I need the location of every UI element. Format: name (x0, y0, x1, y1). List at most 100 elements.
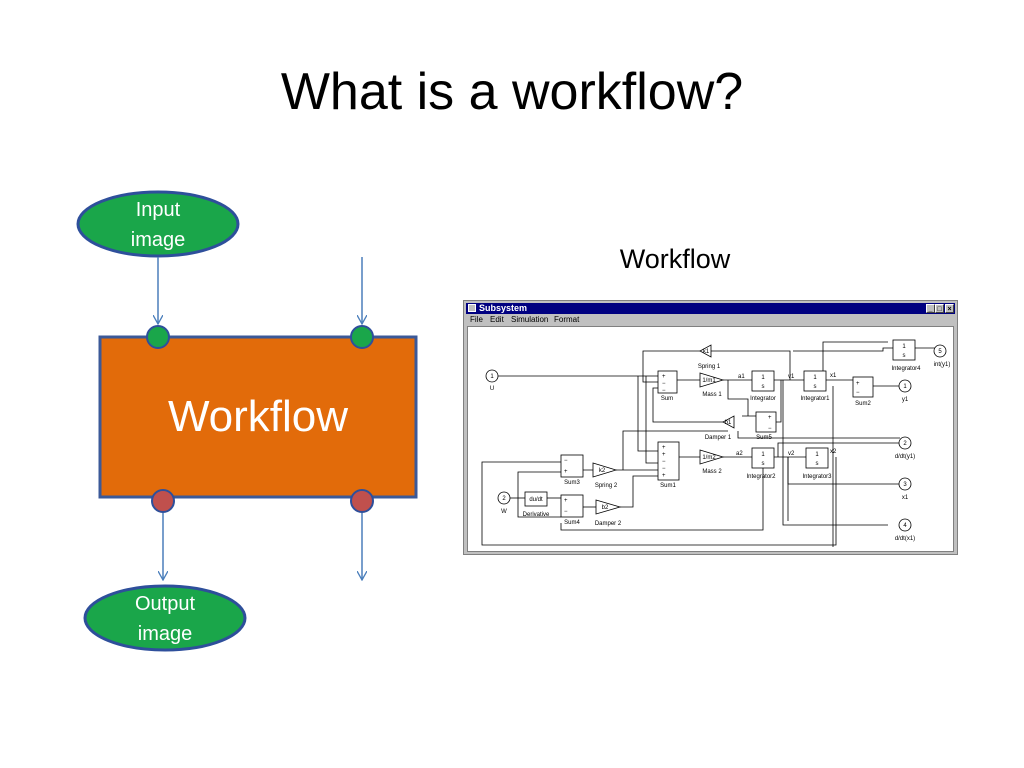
svg-text:+: + (564, 469, 568, 475)
window-titlebar[interactable]: Subsystem _ □ × (466, 303, 955, 314)
workflow-box-label: Workflow (167, 392, 349, 441)
menu-simulation[interactable]: Simulation (511, 315, 549, 324)
integrator4-num: 1 (902, 344, 906, 350)
output-port-1 (151, 489, 175, 513)
window-app-icon (468, 304, 476, 312)
svg-text:−: − (564, 509, 568, 515)
input-port-1 (146, 325, 170, 349)
sum2-label: Sum2 (855, 401, 871, 407)
damper2-label: Damper 2 (595, 521, 622, 527)
spring2-gain[interactable]: k2 (599, 468, 606, 474)
output-label: Output image (85, 589, 245, 649)
spring1-gain[interactable]: k1 (703, 349, 710, 355)
svg-text:+: + (564, 498, 568, 504)
sum1-label: Sum1 (660, 483, 676, 489)
outport-1[interactable]: 1 (903, 384, 907, 390)
integrator2-den: s (762, 461, 765, 467)
svg-text:−: − (856, 390, 860, 396)
svg-text:+: + (662, 473, 666, 479)
outport-5[interactable]: 5 (938, 349, 942, 355)
output-port-2 (350, 489, 374, 513)
svg-text:−: − (662, 466, 666, 472)
sum3-label: Sum3 (564, 480, 580, 486)
menu-file[interactable]: File (470, 315, 483, 324)
integrator3-den: s (816, 461, 819, 467)
sum4-label: Sum4 (564, 520, 580, 526)
mass1-label: Mass 1 (702, 392, 722, 398)
svg-text:−: − (662, 381, 666, 387)
integrator3-num: 1 (815, 452, 819, 458)
svg-text:−: − (662, 388, 666, 394)
signal-x1: x1 (830, 373, 837, 379)
derivative-label: Derivative (523, 512, 550, 518)
workflow-box (98, 335, 418, 499)
damper2-gain[interactable]: b2 (602, 505, 609, 511)
input-label: Input image (78, 195, 238, 255)
input-label-line2: image (130, 229, 186, 251)
outport-4[interactable]: 4 (903, 523, 907, 529)
inport-1[interactable]: 1 (490, 374, 494, 380)
svg-text:+: + (856, 381, 860, 387)
subsystem-window: Subsystem _ □ × File Edit Simulation For… (463, 300, 958, 555)
outport-2-label: d/dt(y1) (895, 454, 915, 460)
inport-1-label: U (490, 386, 494, 392)
svg-text:−: − (768, 426, 772, 432)
derivative-block[interactable]: du/dt (529, 497, 543, 503)
input-label-line1: Input (135, 199, 181, 221)
mass1-gain[interactable]: 1/m1 (702, 378, 716, 384)
damper1-label: Damper 1 (705, 435, 732, 441)
outport-3-label: x1 (902, 495, 909, 501)
integrator4-den: s (903, 353, 906, 359)
output-label-line2: image (137, 623, 193, 645)
signal-x2: x2 (830, 449, 837, 455)
damper1-gain[interactable]: b1 (725, 420, 732, 426)
integrator-label: Integrator (750, 396, 776, 402)
window-title: Subsystem (479, 303, 528, 313)
signal-v2: v2 (788, 451, 795, 457)
workflow-subtitle: Workflow (619, 244, 731, 274)
integrator1-num: 1 (813, 375, 817, 381)
svg-text:+: + (768, 415, 772, 421)
maximize-button[interactable]: □ (935, 304, 944, 313)
input-port-2 (350, 325, 374, 349)
minimize-button[interactable]: _ (926, 304, 935, 313)
svg-text:+: + (662, 374, 666, 380)
menu-edit[interactable]: Edit (490, 315, 504, 324)
svg-text:+: + (662, 452, 666, 458)
integrator1-den: s (814, 384, 817, 390)
outport-1-label: y1 (902, 397, 909, 403)
slide-title: What is a workflow? (280, 63, 744, 121)
output-image-ellipse (83, 584, 247, 652)
mass2-gain[interactable]: 1/m2 (702, 455, 716, 461)
integrator4-label: Integrator4 (891, 366, 921, 372)
mass2-label: Mass 2 (702, 469, 722, 475)
close-button[interactable]: × (945, 304, 954, 313)
integrator1-label: Integrator1 (800, 396, 830, 402)
svg-text:+: + (662, 445, 666, 451)
signal-v1: v1 (788, 374, 795, 380)
model-canvas[interactable]: 1 U 2 W Sum Sum1 Sum2 Sum3 Sum4 Sum5 1/m… (467, 326, 954, 552)
svg-text:−: − (662, 459, 666, 465)
input-image-ellipse (76, 190, 240, 258)
signal-a1: a1 (738, 374, 745, 380)
sum-label: Sum (661, 396, 673, 402)
outport-3[interactable]: 3 (903, 482, 907, 488)
integrator-num: 1 (761, 375, 765, 381)
spring1-label: Spring 1 (698, 364, 721, 370)
inport-2[interactable]: 2 (502, 496, 506, 502)
menu-format[interactable]: Format (554, 315, 580, 324)
outport-4-label: d/dt(x1) (895, 536, 915, 542)
integrator2-label: Integrator2 (746, 474, 776, 480)
integrator-den: s (762, 384, 765, 390)
integrator3-label: Integrator3 (802, 474, 832, 480)
spring2-label: Spring 2 (595, 483, 618, 489)
outport-5-label: int(y1) (934, 362, 951, 368)
inport-2-label: W (501, 509, 507, 515)
window-menubar: File Edit Simulation Format (466, 315, 955, 325)
svg-text:−: − (564, 458, 568, 464)
integrator2-num: 1 (761, 452, 765, 458)
output-label-line1: Output (134, 593, 196, 615)
outport-2[interactable]: 2 (903, 441, 907, 447)
signal-a2: a2 (736, 451, 743, 457)
